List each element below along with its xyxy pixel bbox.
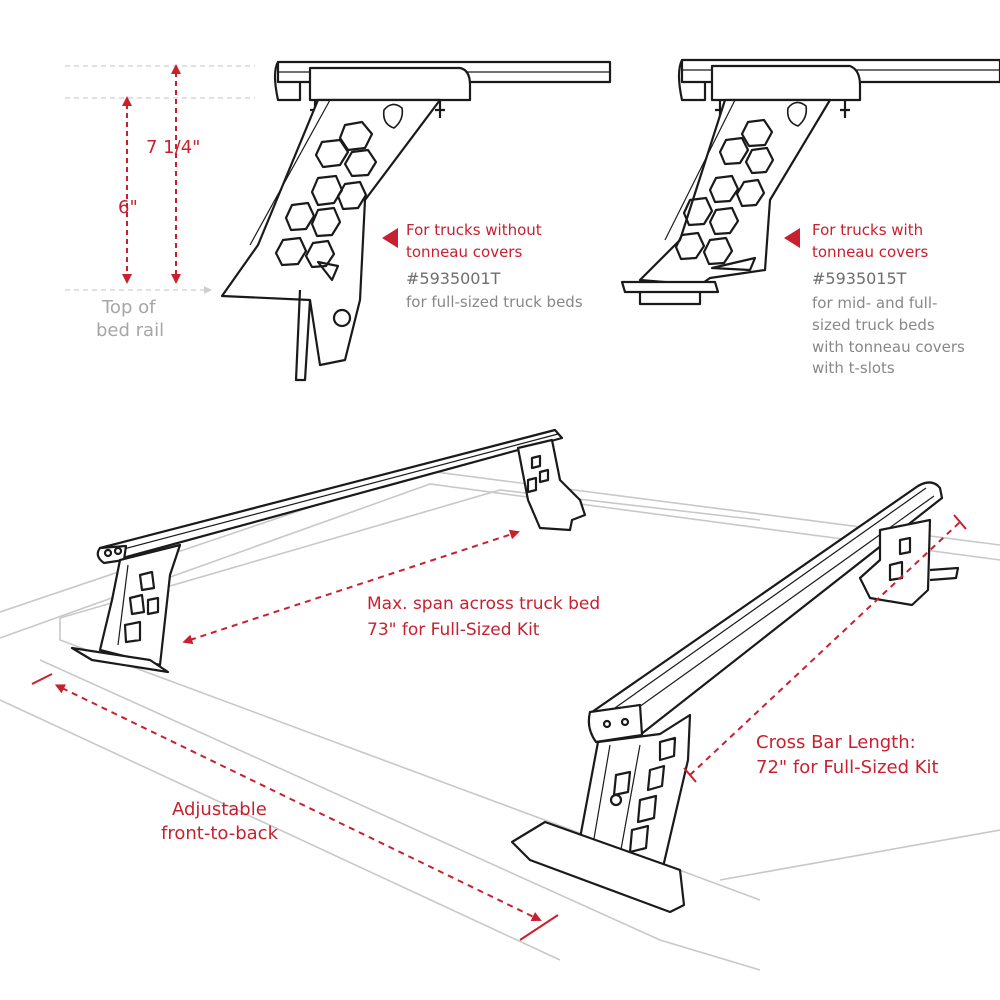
tonneau-part-number: #5935015T — [812, 269, 907, 288]
tonneau-description-1: for mid- and full- — [812, 294, 938, 312]
tonneau-heading-1: For trucks with — [812, 221, 924, 239]
reference-line1: Top of — [102, 297, 156, 318]
adjust-label-2: front-to-back — [161, 823, 278, 844]
bracket-no-tonneau-illustration — [220, 60, 612, 382]
crossbar-label-2: 72" for Full-Sized Kit — [756, 757, 939, 778]
span-arrow — [182, 529, 520, 645]
front-crossbar-illustration — [510, 481, 960, 914]
reference-line2: bed rail — [96, 320, 165, 341]
pointer-triangle-no-tonneau — [382, 228, 398, 248]
tonneau-heading-2: tonneau covers — [812, 243, 929, 261]
no-tonneau-heading-1: For trucks without — [406, 221, 542, 239]
adjust-arrow — [31, 673, 559, 941]
dimension-guides — [65, 65, 255, 294]
no-tonneau-description: for full-sized truck beds — [406, 293, 583, 311]
back-crossbar-illustration — [70, 428, 587, 674]
no-tonneau-part-number: #5935001T — [406, 269, 501, 288]
adjust-label-1: Adjustable — [172, 799, 267, 820]
tonneau-description-4: with t-slots — [812, 359, 895, 377]
span-label-2: 73" for Full-Sized Kit — [367, 620, 540, 640]
span-label-1: Max. span across truck bed — [367, 594, 601, 614]
no-tonneau-heading-2: tonneau covers — [406, 243, 523, 261]
crossbar-length-arrow — [683, 514, 967, 783]
dimension-outer-label: 7 1/4" — [146, 137, 201, 158]
dimension-inner-label: 6" — [118, 197, 138, 218]
bracket-tonneau-illustration — [620, 58, 1000, 306]
crossbar-label-1: Cross Bar Length: — [756, 732, 916, 753]
tonneau-description-3: with tonneau covers — [812, 338, 965, 356]
pointer-triangle-tonneau — [784, 228, 800, 248]
tonneau-description-2: sized truck beds — [812, 316, 935, 334]
